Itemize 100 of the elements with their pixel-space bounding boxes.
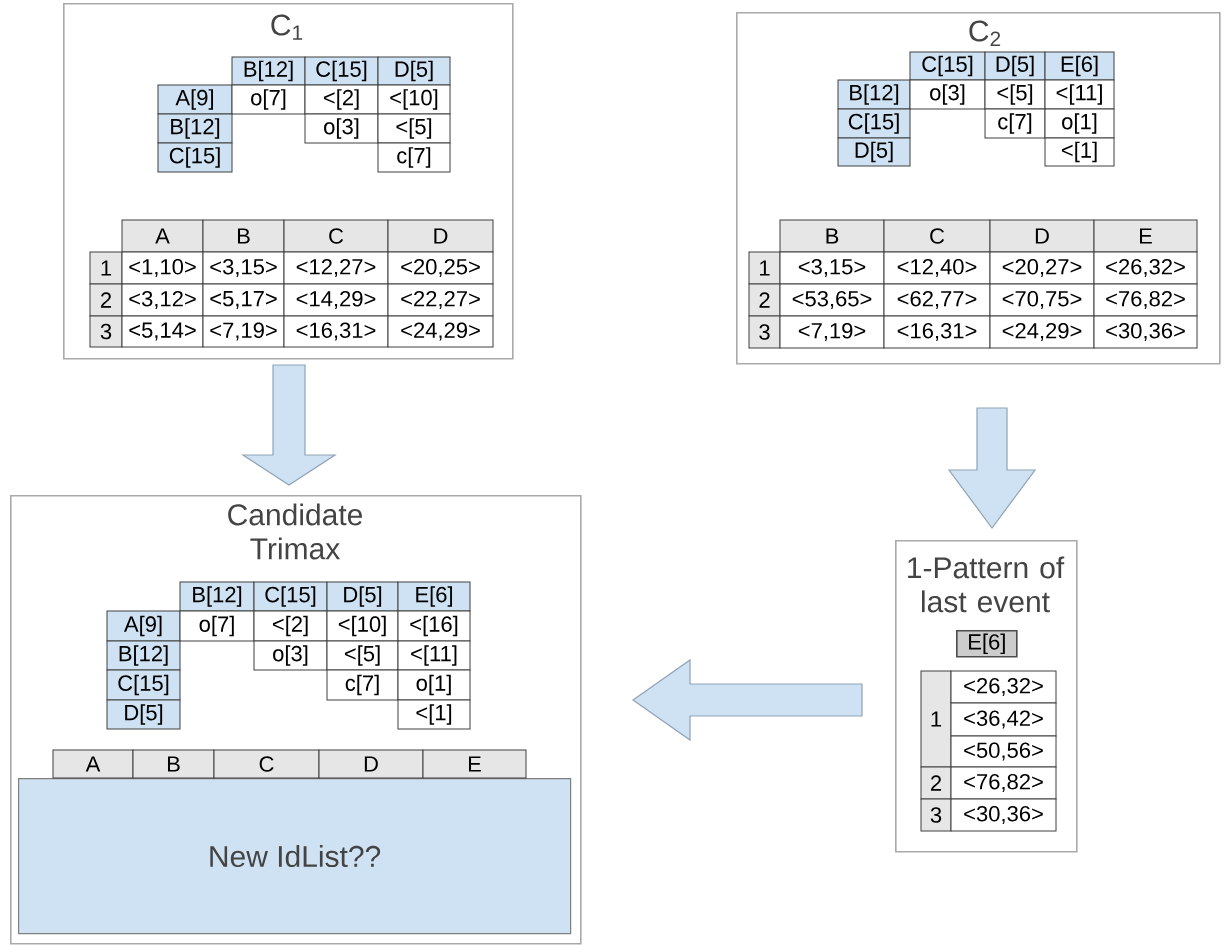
header-cell: B[12] xyxy=(231,56,306,86)
table-cell: <7,19> xyxy=(202,315,285,348)
header-cell: D[5] xyxy=(837,137,911,167)
header-cell: A xyxy=(52,749,134,779)
table-cell: <53,65> xyxy=(779,283,885,317)
table-cell: <20,27> xyxy=(989,251,1095,285)
header-cell: 1 xyxy=(89,251,123,285)
table-cell: <30,36> xyxy=(950,798,1057,832)
table-cell: <5,17> xyxy=(202,283,285,317)
header-cell: B[12] xyxy=(837,79,911,110)
table-cell: <16,31> xyxy=(883,315,991,349)
table-cell: <16,31> xyxy=(283,315,389,348)
header-cell: B[12] xyxy=(157,113,233,144)
header-cell: 2 xyxy=(89,283,123,317)
table-cell: <22,27> xyxy=(387,283,494,317)
table-cell: <24,29> xyxy=(387,315,494,348)
header-cell: B xyxy=(779,219,885,253)
table-cell: <[11] xyxy=(397,640,471,671)
header-cell: A[9] xyxy=(157,84,233,115)
header-cell: E[6] xyxy=(397,581,471,612)
table-cell: <12,27> xyxy=(283,251,389,285)
block-arrow xyxy=(241,364,338,486)
header-cell: E[6] xyxy=(1044,51,1115,81)
header-cell: C xyxy=(883,219,991,253)
header-cell: E xyxy=(1093,219,1198,253)
block-arrow xyxy=(631,658,863,742)
table-cell: <[1] xyxy=(397,699,471,730)
header-cell: 3 xyxy=(89,315,123,348)
header-cell: C[15] xyxy=(106,669,181,701)
panel-title: 1-Pattern of last event xyxy=(908,556,1065,613)
table-cell: <[5] xyxy=(377,113,451,144)
header-cell: D xyxy=(318,749,424,779)
header-cell: C[15] xyxy=(837,108,911,139)
block-arrow xyxy=(947,407,1037,529)
header-cell: 1 xyxy=(748,251,781,285)
header-cell: D xyxy=(989,219,1095,253)
header-cell: C xyxy=(283,219,389,253)
table-cell: <12,40> xyxy=(883,251,991,285)
table-cell: <20,25> xyxy=(387,251,494,285)
header-cell: C[15] xyxy=(253,581,328,612)
table-cell: o[1] xyxy=(1044,108,1115,139)
table-cell: <[5] xyxy=(984,79,1046,110)
table-cell: <[10] xyxy=(326,610,399,642)
table-cell: o[3] xyxy=(909,79,986,110)
header-cell: 2 xyxy=(920,766,952,800)
table-cell: <1,10> xyxy=(121,251,204,285)
table-cell: <62,77> xyxy=(883,283,991,317)
table-cell: c[7] xyxy=(377,142,451,173)
table-cell: <24,29> xyxy=(989,315,1095,349)
table-cell: <[10] xyxy=(377,84,451,115)
table-cell: <[2] xyxy=(253,610,328,642)
table-cell: <26,32> xyxy=(950,670,1057,704)
table-cell: o[1] xyxy=(397,669,471,701)
table-cell: o[7] xyxy=(231,84,306,115)
table-cell: c[7] xyxy=(326,669,399,701)
idlist-box: New IdList?? xyxy=(18,778,572,935)
header-cell: D xyxy=(387,219,494,253)
header-cell: B[12] xyxy=(106,640,181,671)
header-cell: C[15] xyxy=(157,142,233,173)
table-cell: <36,42> xyxy=(950,702,1057,737)
header-cell: C[15] xyxy=(304,56,379,86)
table-cell: o[3] xyxy=(253,640,328,671)
table-cell: <70,75> xyxy=(989,283,1095,317)
header-cell: D[5] xyxy=(106,699,181,730)
header-cell: A xyxy=(121,219,204,253)
table-cell: <50,56> xyxy=(950,735,1057,768)
header-cell: 3 xyxy=(920,798,952,832)
header-cell: C[15] xyxy=(909,51,986,81)
item-tag: E[6] xyxy=(956,630,1018,658)
panel-title: C$_{1}$ xyxy=(271,14,303,40)
table-cell: <26,32> xyxy=(1093,251,1198,285)
table-cell: <[2] xyxy=(304,84,379,115)
header-cell: B xyxy=(202,219,285,253)
header-cell: 3 xyxy=(748,315,781,349)
panel-title: Candidate Trimax xyxy=(228,503,362,560)
header-cell: B xyxy=(132,749,215,779)
table-cell: o[3] xyxy=(304,113,379,144)
header-cell: D[5] xyxy=(377,56,451,86)
header-cell: C xyxy=(213,749,320,779)
header-cell: D[5] xyxy=(326,581,399,612)
table-cell: <[11] xyxy=(1044,79,1115,110)
header-cell: B[12] xyxy=(179,581,255,612)
panel-title: C$_{2}$ xyxy=(969,20,1001,47)
header-cell: E xyxy=(422,749,527,779)
table-cell: <3,12> xyxy=(121,283,204,317)
header-cell: D[5] xyxy=(984,51,1046,81)
header-cell: 2 xyxy=(748,283,781,317)
table-cell: <3,15> xyxy=(779,251,885,285)
table-cell: <14,29> xyxy=(283,283,389,317)
table-cell: <5,14> xyxy=(121,315,204,348)
table-cell: <[16] xyxy=(397,610,471,642)
table-cell: <3,15> xyxy=(202,251,285,285)
table-cell: c[7] xyxy=(984,108,1046,139)
table-cell: <[1] xyxy=(1044,137,1115,167)
table-cell: <30,36> xyxy=(1093,315,1198,349)
table-cell: <7,19> xyxy=(779,315,885,349)
table-cell: <76,82> xyxy=(950,766,1057,800)
table-cell: o[7] xyxy=(179,610,255,642)
table-cell: <76,82> xyxy=(1093,283,1198,317)
header-cell: A[9] xyxy=(106,610,181,642)
